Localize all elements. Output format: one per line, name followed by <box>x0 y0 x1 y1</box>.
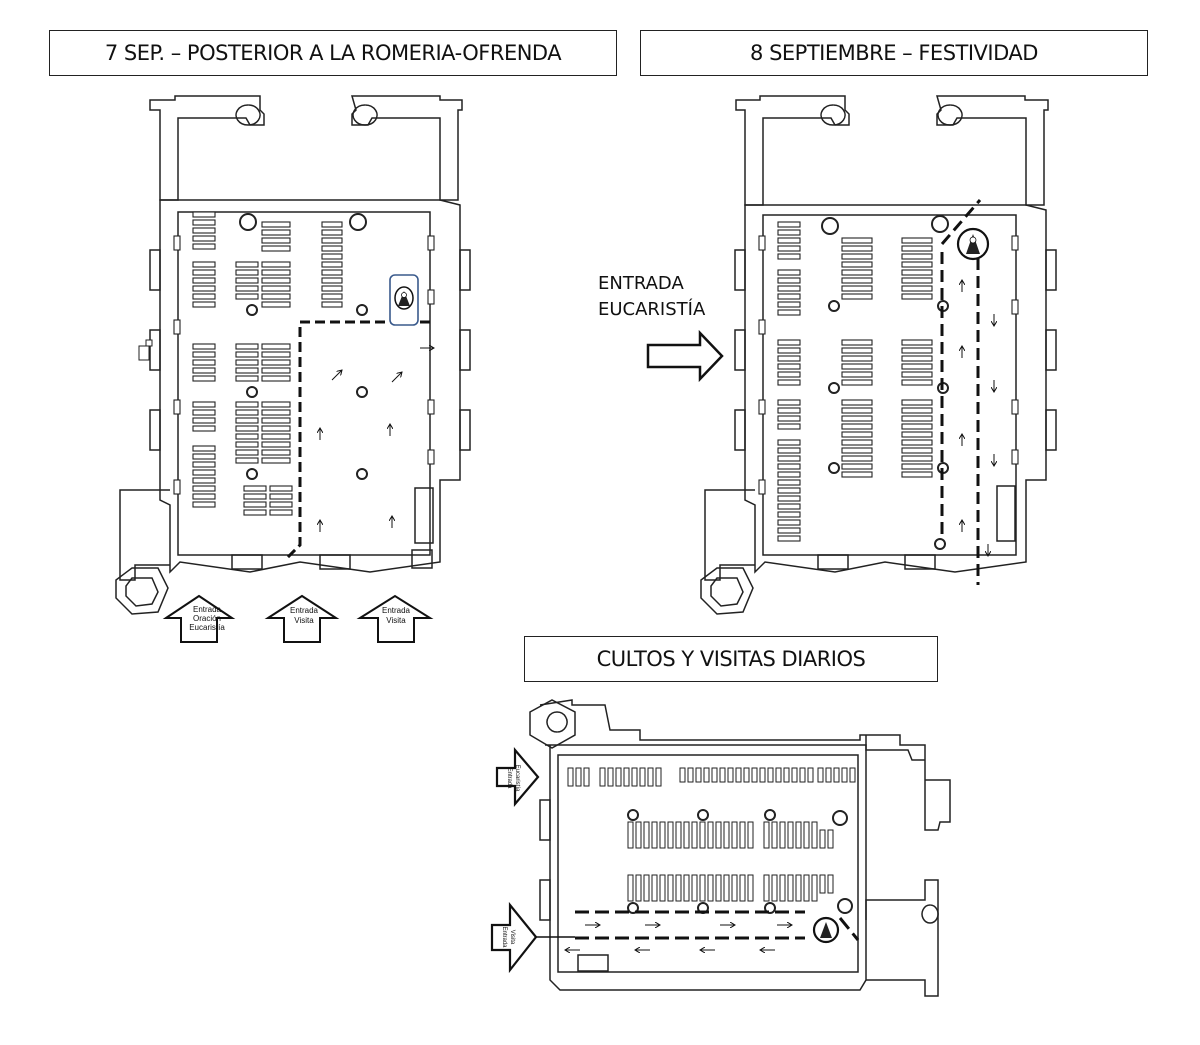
route-arrows-sep8 <box>962 280 994 556</box>
floor-plan-daily <box>529 699 951 997</box>
panel-title-daily: CULTOS Y VISITAS DIARIOS <box>524 636 938 682</box>
route-arrows-daily <box>565 925 792 950</box>
daily-entrance-2-line-2: Visita <box>509 930 515 945</box>
entrance-label-2-line-1: Entrada <box>290 606 319 615</box>
pews-daily <box>567 767 856 902</box>
entrance-arrow-visita-1: Entrada Visita <box>264 594 340 643</box>
route-daily <box>575 910 860 941</box>
entrance-arrow-daily-eucaristia: Entrada Eucaristía <box>495 747 540 807</box>
floor-plan-sep8 <box>700 95 1057 615</box>
route-sep8 <box>940 199 982 585</box>
entrance-arrow-daily-visita: Entrada Visita <box>490 901 575 974</box>
entrance-label-2-line-2: Visita <box>294 616 314 625</box>
pews-sep8 <box>758 221 1019 542</box>
pews-sep7 <box>173 211 435 516</box>
entrance-label-1-line-2: Oración <box>193 614 221 623</box>
daily-entrance-1-line-1: Entrada <box>506 767 512 789</box>
entrance-label-3-line-2: Visita <box>386 616 406 625</box>
entrance-arrow-oracion: Entrada Oración Eucaristía <box>162 594 236 643</box>
floor-plan-sep7 <box>115 95 471 615</box>
entry-arrow-eucaristia <box>646 329 724 383</box>
pillars-sep7 <box>239 213 368 480</box>
panel-title-sep8: 8 SEPTIEMBRE – FESTIVIDAD <box>640 30 1148 76</box>
entrance-label-1-line-3: Eucaristía <box>189 623 225 632</box>
entrance-arrow-visita-2: Entrada Visita <box>356 594 434 643</box>
entry-label-eucaristia: ENTRADA EUCARISTÍA <box>598 273 706 320</box>
entrance-label-3-line-1: Entrada <box>382 606 411 615</box>
daily-entrance-1-line-2: Eucaristía <box>514 765 520 792</box>
side-entrance-icon-sep7 <box>138 339 153 361</box>
virgin-image-icon <box>389 274 419 326</box>
pillars-sep8 <box>821 215 949 550</box>
virgin-image-icon <box>812 916 840 944</box>
daily-entrance-2-line-1: Entrada <box>501 926 507 948</box>
panel-title-sep7: 7 SEP. – POSTERIOR A LA ROMERIA-OFRENDA <box>49 30 617 76</box>
route-arrows-sep7 <box>320 348 434 532</box>
entrance-label-1-line-1: Entrada <box>193 605 222 614</box>
virgin-image-icon <box>956 227 990 261</box>
route-sep7 <box>283 320 430 562</box>
